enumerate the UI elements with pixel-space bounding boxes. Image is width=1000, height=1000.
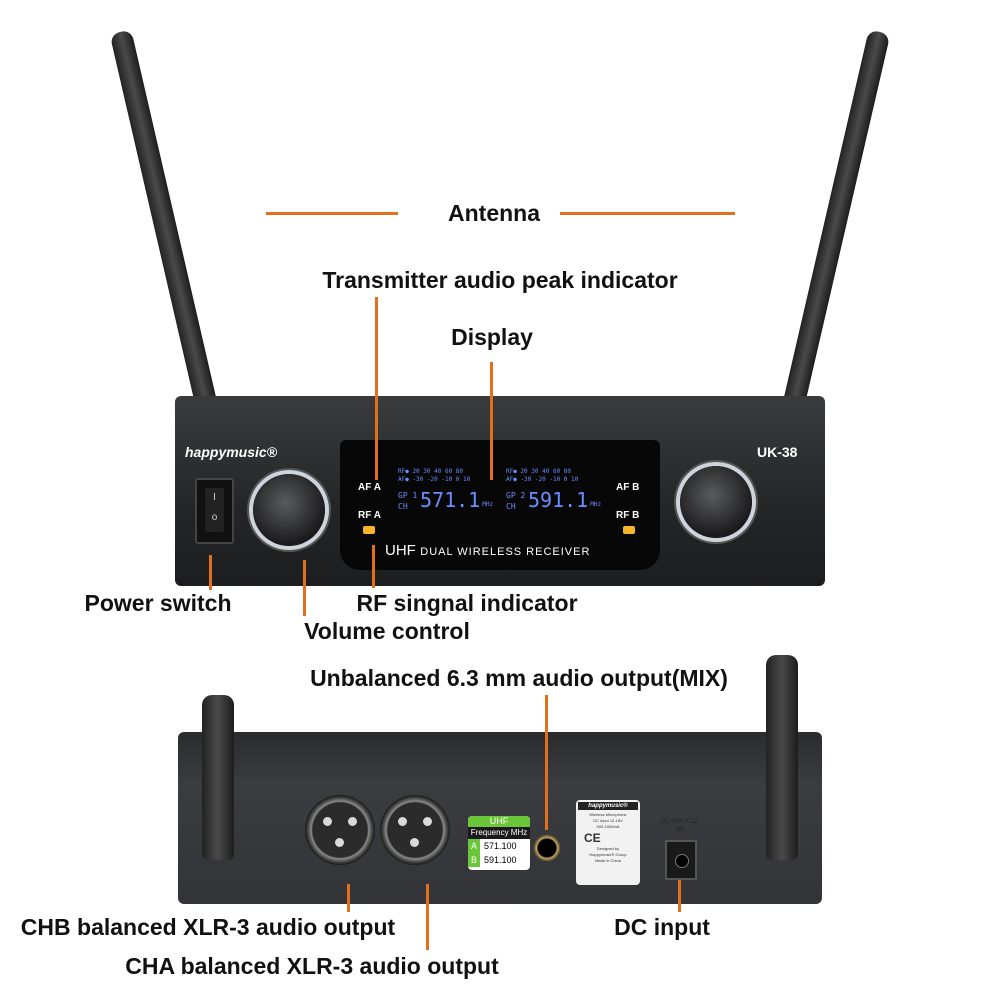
dc-line <box>678 880 681 912</box>
rf-b-label: RF B <box>616 510 640 521</box>
model-label: UK-38 <box>757 444 798 460</box>
antenna-line-left <box>266 212 398 215</box>
product-sticker: happymusic® Wireless Microphone DC input… <box>576 800 640 885</box>
freq-a: 571.1 <box>420 488 481 512</box>
xlr-cha-output[interactable] <box>380 795 450 865</box>
left-antenna <box>109 29 218 410</box>
cha-output-label: CHA balanced XLR-3 audio output <box>125 953 499 979</box>
rear-left-antenna-base <box>202 732 234 860</box>
unbalanced-line <box>545 695 548 830</box>
rf-indicator-label: RF singnal indicator <box>356 590 578 616</box>
cha-line <box>426 884 429 950</box>
volume-knob-a[interactable] <box>253 474 325 546</box>
unbalanced-output-label: Unbalanced 6.3 mm audio output(MIX) <box>310 665 728 691</box>
display-line <box>490 362 493 480</box>
antenna-line-right <box>560 212 735 215</box>
chb-line <box>347 884 350 912</box>
xlr-chb-output[interactable] <box>305 795 375 865</box>
power-line <box>209 555 212 590</box>
freq-b: 591.1 <box>528 488 589 512</box>
af-b-label: AF B <box>616 482 640 493</box>
brand-logo: happymusic® <box>185 444 278 460</box>
lcd-channel-a: RF● 20 30 40 60 80 AF● -30 -20 -10 0 10 … <box>398 468 494 512</box>
display-caption: UHF DUAL WIRELESS RECEIVER <box>385 542 591 559</box>
rf-a-led <box>363 526 375 534</box>
lcd-channel-b: RF● 20 30 40 60 80 AF● -30 -20 -10 0 10 … <box>506 468 602 512</box>
dc-input-label: DC input <box>614 914 710 940</box>
power-switch-label: Power switch <box>84 590 232 616</box>
display-window: AF A RF A AF B RF B RF● 20 30 40 60 80 A… <box>340 440 660 570</box>
af-a-label: AF A <box>358 482 381 493</box>
display-label: Display <box>451 324 533 350</box>
chb-output-label: CHB balanced XLR-3 audio output <box>20 914 396 940</box>
volume-control-label: Volume control <box>304 618 470 644</box>
peak-indicator-label: Transmitter audio peak indicator <box>322 267 678 293</box>
peak-line <box>375 297 378 480</box>
dc-input-marking: DC INPUT 12-18V <box>660 819 700 833</box>
rf-line <box>372 545 375 588</box>
rear-right-antenna-base <box>766 732 798 860</box>
volume-line <box>303 560 306 616</box>
rf-a-label: RF A <box>358 510 381 521</box>
right-antenna <box>782 29 891 410</box>
dc-input-jack[interactable] <box>665 840 697 880</box>
volume-knob-b[interactable] <box>680 466 752 538</box>
quarter-inch-jack[interactable] <box>533 834 561 862</box>
rf-b-led <box>623 526 635 534</box>
antenna-label: Antenna <box>448 200 540 226</box>
